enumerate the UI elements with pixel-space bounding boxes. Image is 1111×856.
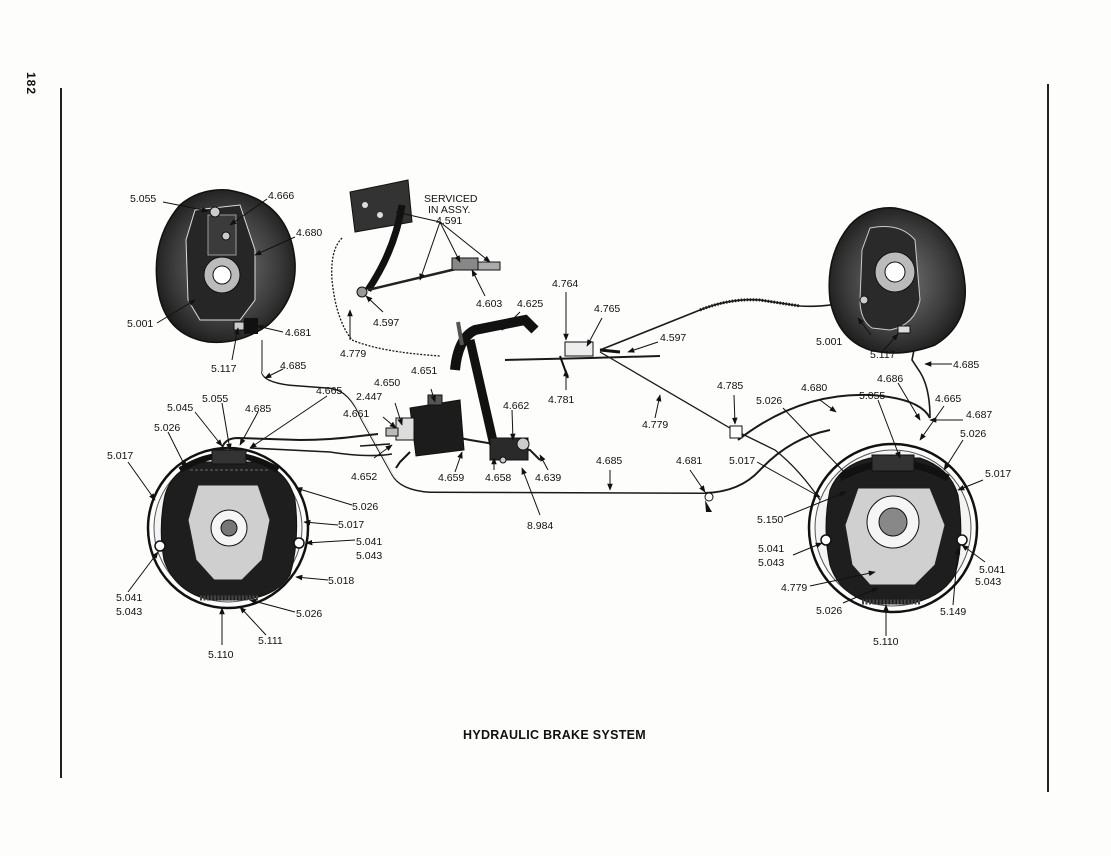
callout-4-597-b: 4.597: [660, 332, 686, 344]
callout-4-685-c: 4.685: [245, 403, 271, 415]
callout-4-591: 4.591: [436, 215, 462, 227]
right-front-brake-assembly: [807, 442, 979, 614]
callout-4-781: 4.781: [548, 394, 574, 406]
callout-4-625: 4.625: [517, 298, 543, 310]
parking-brake-lever: [349, 179, 501, 298]
callout-4-665-b: 4.665: [935, 393, 961, 405]
callout-8-984: 8.984: [527, 520, 553, 532]
callout-4-658: 4.658: [485, 472, 511, 484]
callout-5-018: 5.018: [328, 575, 354, 587]
callout-5-055-c: 5.055: [859, 390, 885, 402]
callout-5-055-a: 5.055: [130, 193, 156, 205]
callout-5-117-b: 5.117: [870, 349, 896, 361]
callout-4-779-c: 4.779: [781, 582, 807, 594]
callout-5-043-d: 5.043: [975, 576, 1001, 588]
callout-5-043-a: 5.043: [356, 550, 382, 562]
callout-5-045: 5.045: [167, 402, 193, 414]
callout-4-680-b: 4.680: [801, 382, 827, 394]
callout-4-665-a: 4.665: [316, 385, 342, 397]
callout-4-765: 4.765: [594, 303, 620, 315]
callout-4-686: 4.686: [877, 373, 903, 385]
callout-5-110-b: 5.110: [873, 636, 899, 648]
callout-serviced: SERVICED: [424, 193, 478, 205]
callout-5-026-c: 5.026: [296, 608, 322, 620]
right-margin-rule: [1047, 84, 1049, 792]
callout-4-785: 4.785: [717, 380, 743, 392]
callout-5-041-a: 5.041: [356, 536, 382, 548]
callout-5-043-c: 5.043: [758, 557, 784, 569]
callout-4-652: 4.652: [351, 471, 377, 483]
left-margin-rule: [60, 88, 62, 778]
callout-5-026-a: 5.026: [154, 422, 180, 434]
callout-5-041-b: 5.041: [116, 592, 142, 604]
callout-5-043-b: 5.043: [116, 606, 142, 618]
callout-4-779-a: 4.779: [340, 348, 366, 360]
equalizer-assembly: [559, 341, 743, 512]
callout-5-117-a: 5.117: [211, 363, 237, 375]
callout-4-597-a: 4.597: [373, 317, 399, 329]
callout-5-017-c: 5.017: [985, 468, 1011, 480]
callout-4-681-b: 4.681: [676, 455, 702, 467]
callout-5-150: 5.150: [757, 514, 783, 526]
leader-arrows: [127, 198, 986, 645]
callout-5-001-a: 5.001: [127, 318, 153, 330]
brake-lines: [221, 237, 931, 501]
callout-4-687: 4.687: [966, 409, 992, 421]
callout-4-764: 4.764: [552, 278, 578, 290]
callout-5-149: 5.149: [940, 606, 966, 618]
callout-4-685-d: 4.685: [596, 455, 622, 467]
callout-4-639: 4.639: [535, 472, 561, 484]
callout-4-666: 4.666: [268, 190, 294, 202]
callout-4-659: 4.659: [438, 472, 464, 484]
callout-5-041-d: 5.041: [979, 564, 1005, 576]
brake-pedal: [450, 314, 539, 451]
callout-5-026-f: 5.026: [816, 605, 842, 617]
callout-5-026-e: 5.026: [960, 428, 986, 440]
callout-5-026-d: 5.026: [756, 395, 782, 407]
callout-5-001-b: 5.001: [816, 336, 842, 348]
callout-4-685-a: 4.685: [280, 360, 306, 372]
callout-5-111: 5.111: [258, 635, 283, 647]
right-rear-backing-plate: [828, 207, 966, 354]
callout-5-041-c: 5.041: [758, 543, 784, 555]
callout-4-603: 4.603: [476, 298, 502, 310]
callout-4-680-a: 4.680: [296, 227, 322, 239]
callout-4-681-a: 4.681: [285, 327, 311, 339]
left-rear-backing-plate: [155, 189, 296, 344]
callout-5-026-b: 5.026: [352, 501, 378, 513]
callout-4-685-b: 4.685: [953, 359, 979, 371]
callout-4-661: 4.661: [343, 408, 369, 420]
callout-4-662: 4.662: [503, 400, 529, 412]
callout-2-447: 2.447: [356, 391, 382, 403]
callout-5-017-d: 5.017: [729, 455, 755, 467]
figure-caption: HYDRAULIC BRAKE SYSTEM: [463, 728, 646, 742]
callout-labels: 5.055 4.666 4.680 5.001 4.681 5.117 4.68…: [107, 190, 1011, 661]
callout-5-110-a: 5.110: [208, 649, 234, 661]
callout-4-650: 4.650: [374, 377, 400, 389]
left-front-brake-assembly: [146, 446, 310, 610]
callout-4-779-b: 4.779: [642, 419, 668, 431]
callout-in-assy: IN ASSY.: [428, 204, 470, 216]
callout-5-017-b: 5.017: [338, 519, 364, 531]
callout-4-651: 4.651: [411, 365, 437, 377]
callout-5-055-b: 5.055: [202, 393, 228, 405]
callout-5-017-a: 5.017: [107, 450, 133, 462]
